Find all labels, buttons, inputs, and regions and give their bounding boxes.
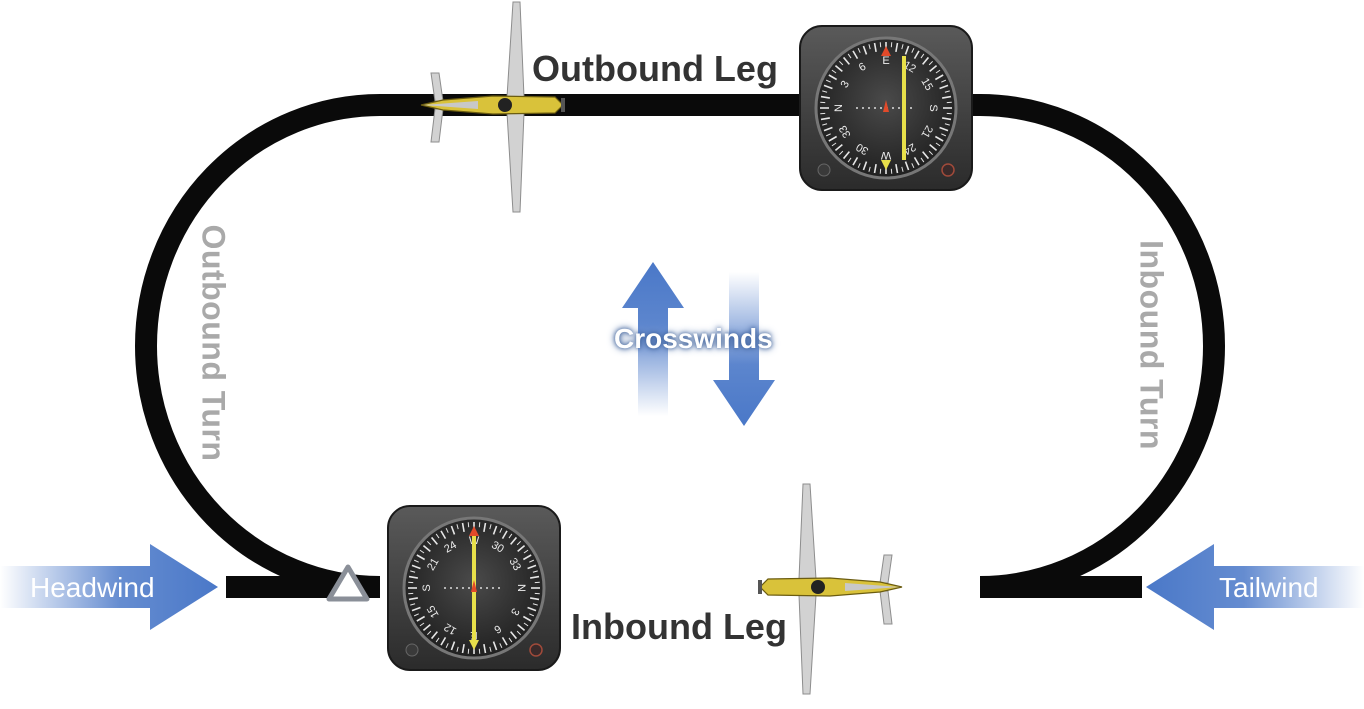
tailwind-label: Tailwind: [1219, 572, 1319, 604]
headwind-label: Headwind: [30, 572, 155, 604]
outbound-leg-label: Outbound Leg: [532, 48, 778, 90]
compass-label: N: [515, 584, 527, 592]
inbound-leg-label: Inbound Leg: [571, 606, 787, 648]
inbound-turn-label: Inbound Turn: [1133, 240, 1170, 450]
aircraft-inbound: [758, 484, 902, 694]
compass-label: E: [882, 55, 889, 67]
outbound-turn-label: Outbound Turn: [195, 225, 232, 462]
compass-label: N: [833, 104, 845, 112]
crosswinds-label: Crosswinds: [614, 323, 773, 355]
compass-label: W: [880, 149, 891, 161]
compass-label: S: [927, 104, 939, 111]
aircraft-outbound: [421, 2, 565, 212]
compass-label: S: [421, 584, 433, 591]
